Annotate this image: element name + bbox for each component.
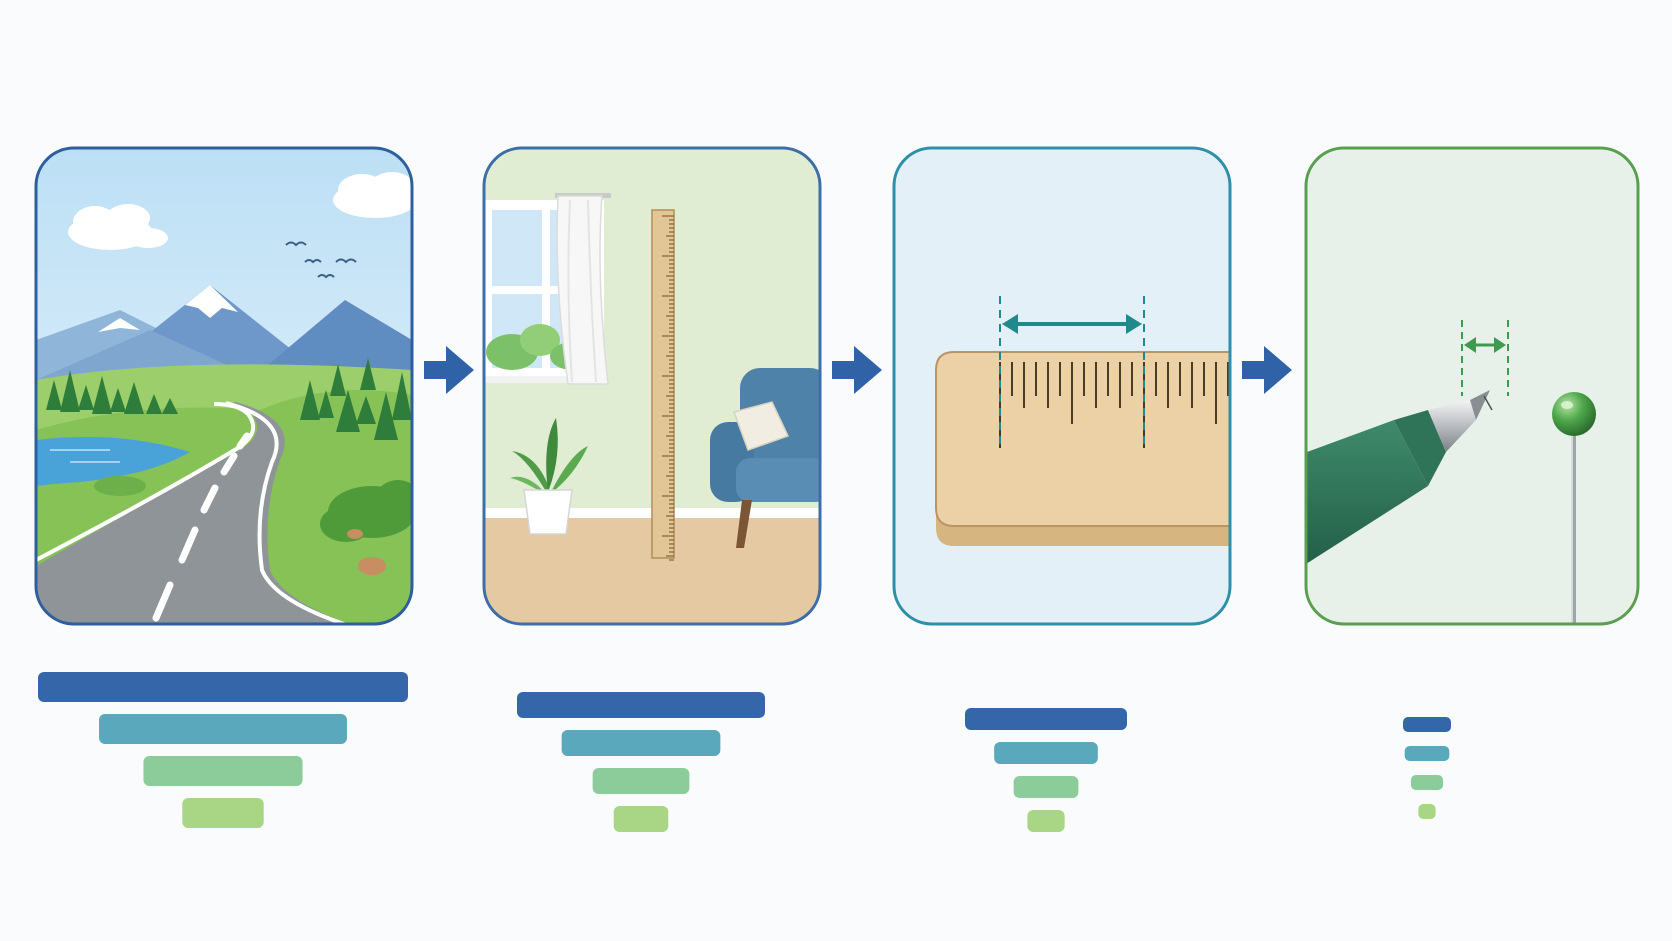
lake-icon	[36, 436, 190, 486]
plant-icon	[510, 418, 588, 535]
pen-icon	[1306, 390, 1493, 564]
curtain-icon	[555, 193, 611, 385]
measurement-arrow-icon	[999, 296, 1145, 446]
bird-icon	[285, 241, 357, 279]
scale-bar-tier-1	[517, 692, 765, 718]
arrow-right-icon	[1242, 346, 1292, 394]
scale-bar-tier-1	[38, 672, 408, 702]
scale-bar-tier-1	[1403, 717, 1451, 732]
cloud-icon	[68, 172, 412, 250]
scale-bar-tier-3	[592, 768, 690, 794]
scale-bar-tier-4	[613, 806, 669, 832]
scale-bar-tier-2	[994, 742, 1098, 764]
arrow-right-icon	[424, 346, 474, 394]
scale-bar-tier-2	[561, 730, 721, 756]
measurement-arrow-icon	[1461, 320, 1509, 396]
pin-icon	[1552, 392, 1596, 624]
panel-border	[482, 146, 822, 626]
panel-border	[892, 146, 1232, 626]
panel-border	[34, 146, 414, 626]
scale-bar-tier-2	[1404, 746, 1450, 761]
bush-icon	[94, 476, 412, 575]
ruler-icon	[935, 351, 1230, 546]
panel-room	[482, 146, 822, 626]
scale-bars	[38, 672, 1451, 832]
armchair-icon	[710, 368, 820, 548]
scale-bar-tier-2	[99, 714, 347, 744]
scale-bar-tier-3	[1410, 775, 1444, 790]
scale-bar-tier-3	[1013, 776, 1079, 798]
panel-landscape	[34, 146, 414, 626]
scale-bar-tier-4	[1418, 804, 1436, 819]
bar-group-3	[965, 708, 1127, 832]
scale-bar-tier-4	[182, 798, 264, 828]
scale-bar-tier-1	[965, 708, 1127, 730]
arrow-right-icon	[832, 346, 882, 394]
scale-bar-tier-3	[143, 756, 303, 786]
panel-ruler-closeup	[892, 146, 1232, 626]
scale-bar-tier-4	[1027, 810, 1065, 832]
bar-group-1	[38, 672, 408, 828]
tree-icon	[46, 358, 412, 440]
ruler-icon	[651, 209, 675, 561]
panel-border	[1304, 146, 1640, 626]
road-icon	[36, 401, 350, 624]
bar-group-4	[1403, 717, 1451, 819]
panel-pen-and-pin	[1304, 146, 1640, 626]
bar-group-2	[517, 692, 765, 832]
